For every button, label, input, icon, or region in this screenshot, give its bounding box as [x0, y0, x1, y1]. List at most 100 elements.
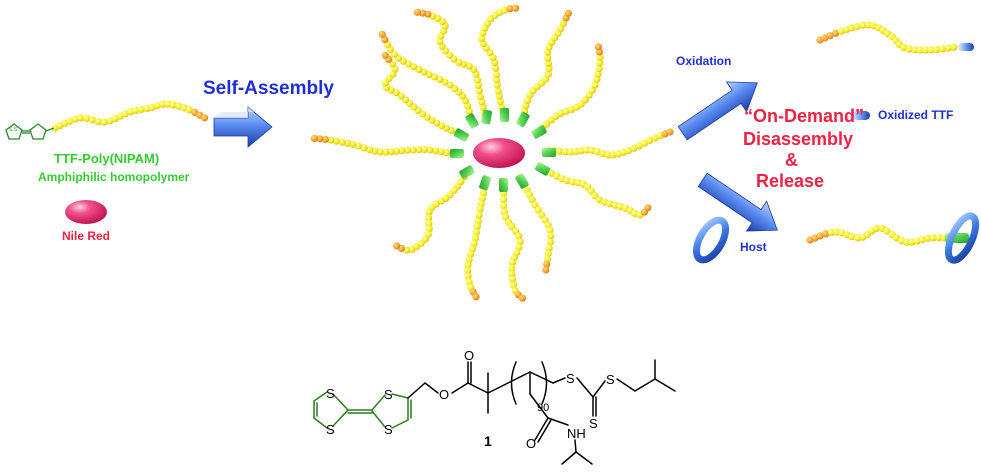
chain-bead	[494, 87, 502, 95]
chain-bead	[509, 281, 518, 289]
chain-bead	[591, 81, 599, 89]
release-label: Release	[756, 171, 825, 191]
green-ttf-block	[481, 109, 492, 125]
chain-bead	[922, 46, 930, 54]
chain-bead	[822, 230, 830, 238]
chain-bead	[467, 250, 475, 258]
chain-bead	[185, 106, 193, 114]
chain-bead	[544, 54, 552, 62]
chain-bead	[604, 151, 612, 159]
chain-bead	[132, 106, 140, 115]
chain-bead	[66, 117, 74, 125]
chain-bead	[464, 267, 472, 275]
chain-bead	[327, 136, 335, 144]
chain-bead	[577, 147, 586, 155]
chain-bead	[316, 135, 324, 143]
chain-bead	[77, 114, 85, 122]
chain-bead	[425, 219, 433, 227]
chain-bead	[436, 37, 444, 46]
chain-bead	[547, 169, 556, 177]
micelle-arm-6	[538, 164, 652, 219]
host-chain	[806, 224, 949, 246]
chain-bead	[492, 64, 500, 72]
chain-bead	[561, 148, 570, 156]
chain-bead	[518, 294, 527, 302]
chain-bead	[916, 46, 924, 54]
ttf-s-label: S S	[9, 127, 18, 133]
atom-s5: S	[566, 371, 575, 386]
nile-red-label: Nile Red	[62, 229, 111, 243]
host-arrow	[697, 172, 778, 232]
chain-bead	[500, 6, 509, 14]
chain-bead	[924, 234, 932, 242]
chain-bead	[410, 63, 418, 71]
chain-bead	[413, 8, 422, 16]
chain-bead	[442, 149, 450, 157]
chain-bead	[436, 75, 444, 84]
on-demand-label: “On-Demand”	[744, 106, 865, 126]
micelle-arm-9	[464, 178, 490, 301]
chain-bead	[366, 146, 374, 154]
chain-bead	[175, 102, 183, 110]
chain-bead	[502, 213, 510, 221]
chain-bead	[437, 148, 445, 156]
green-ttf-block	[515, 173, 529, 189]
chain-bead	[425, 208, 433, 216]
chain-bead	[360, 144, 368, 152]
chain-bead	[666, 128, 674, 136]
chain-bead	[473, 222, 481, 230]
micelle-arm-13	[378, 30, 476, 126]
green-ttf-block	[531, 125, 547, 139]
green-ttf-block	[542, 148, 556, 157]
chain-bead	[473, 76, 482, 84]
chain-bead	[872, 224, 881, 233]
chain-bead	[94, 118, 102, 126]
chain-bead	[465, 62, 473, 70]
oxidation-label: Oxidation	[676, 54, 732, 68]
chain-bead	[508, 258, 517, 267]
chain-bead	[378, 30, 386, 38]
chain-bead	[883, 227, 891, 235]
host-ring-icon	[692, 216, 730, 264]
chain-bead	[338, 138, 346, 146]
chain-bead	[624, 147, 633, 155]
chain-bead	[464, 261, 472, 269]
chain-bead	[564, 9, 573, 17]
chain-bead	[596, 53, 604, 62]
chain-bead	[376, 148, 384, 156]
chain-bead	[911, 46, 919, 54]
chain-bead	[903, 238, 911, 246]
chain-bead	[644, 204, 652, 212]
nile-red-ellipse	[65, 200, 107, 224]
chain-bead	[321, 135, 329, 143]
self-assembly-arrow	[213, 106, 273, 148]
chain-bead	[555, 147, 564, 155]
micelle-arm-12	[381, 51, 466, 139]
chain-bead	[528, 196, 536, 204]
green-ttf-block	[465, 113, 479, 129]
chain-bead	[939, 45, 947, 53]
chain-bead	[354, 142, 362, 150]
chain-bead	[478, 35, 486, 43]
chain-bead	[169, 101, 177, 109]
chain-bead	[827, 228, 836, 236]
chain-bead	[559, 19, 568, 27]
chain-bead	[100, 118, 108, 126]
chain-bead	[88, 116, 97, 124]
chain-bead	[159, 100, 167, 108]
chain-bead	[567, 148, 575, 156]
chain-bead	[572, 147, 580, 156]
chain-bead	[499, 195, 508, 204]
chain-bead	[83, 114, 91, 122]
chain-bead	[546, 238, 554, 246]
ampersand-label: &	[785, 150, 798, 170]
chain-bead	[382, 148, 390, 156]
chain-bead	[515, 232, 523, 240]
chain-bead	[398, 147, 406, 155]
chain-bead	[935, 234, 943, 242]
atom-o1: O	[439, 387, 449, 402]
chain-bead	[475, 87, 483, 95]
free-polymer-chain	[51, 100, 209, 132]
chain-bead	[593, 148, 601, 156]
chain-bead	[508, 264, 516, 272]
